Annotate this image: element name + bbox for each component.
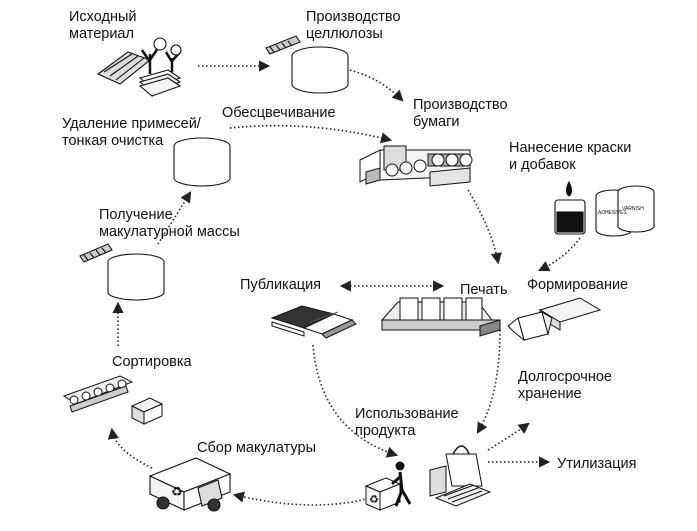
publishing-icon [270, 305, 357, 339]
ink-cans-icon: ADHESIVES VARNISH [554, 180, 655, 237]
arrow-pulp-to-paper [349, 69, 404, 102]
label-long-term-storage: Долгосрочное хранение [518, 369, 612, 402]
collection-truck-icon: ♻ [148, 457, 232, 512]
label-sorting: Сортировка [112, 354, 192, 370]
svg-text:♻: ♻ [171, 484, 183, 499]
label-publishing: Публикация [240, 277, 322, 293]
label-deinking: Обесцвечивание [222, 105, 336, 121]
flow-arrows [107, 60, 581, 506]
cleaning-tank-icon [173, 137, 231, 187]
printing-press-icon [380, 297, 501, 337]
label-repulping: Получение макулатурной массы [99, 207, 240, 240]
arrow-repulping-to-cleaning [157, 191, 192, 245]
sorting-icon [62, 375, 164, 425]
adhesives-can-label: ADHESIVES [598, 210, 627, 216]
label-printing: Печать [460, 282, 508, 298]
repulping-tank-icon [79, 243, 165, 301]
product-use-icon [429, 445, 492, 507]
arrow-publishing-to-product [312, 344, 399, 458]
label-disposal: Утилизация [557, 456, 637, 472]
label-paper-production: Производство бумаги [413, 97, 508, 130]
arrow-to-long-term-storage [487, 422, 530, 451]
pulp-production-icon [265, 35, 349, 94]
arrow-collection-to-sorting [107, 427, 153, 469]
arrow-paper-to-printing [467, 189, 502, 265]
arrow-printing-to-product [476, 329, 501, 434]
source-material-icon [96, 37, 182, 97]
recycling-bin-icon: ♻ [364, 461, 412, 511]
arrow-product-to-collection [232, 491, 381, 506]
label-converting: Формирование [527, 277, 629, 293]
paper-machine-icon [359, 145, 473, 187]
svg-text:♻: ♻ [369, 494, 379, 506]
converting-box-icon [507, 297, 602, 342]
arrow-deinking-to-paper [229, 124, 393, 144]
label-cleaning: Удаление примесей/ тонкая очистка [62, 116, 201, 149]
label-source-material: Исходный материал [69, 9, 137, 42]
label-waste-collection: Сбор макулатуры [197, 440, 316, 456]
arrow-ink-to-converting [537, 237, 581, 272]
label-pulp-production: Производство целлюлозы [306, 9, 401, 42]
label-ink-additives: Нанесение краски и добавок [509, 140, 632, 173]
varnish-can-label: VARNISH [622, 206, 644, 212]
label-product-use: Использование продукта [355, 406, 459, 439]
